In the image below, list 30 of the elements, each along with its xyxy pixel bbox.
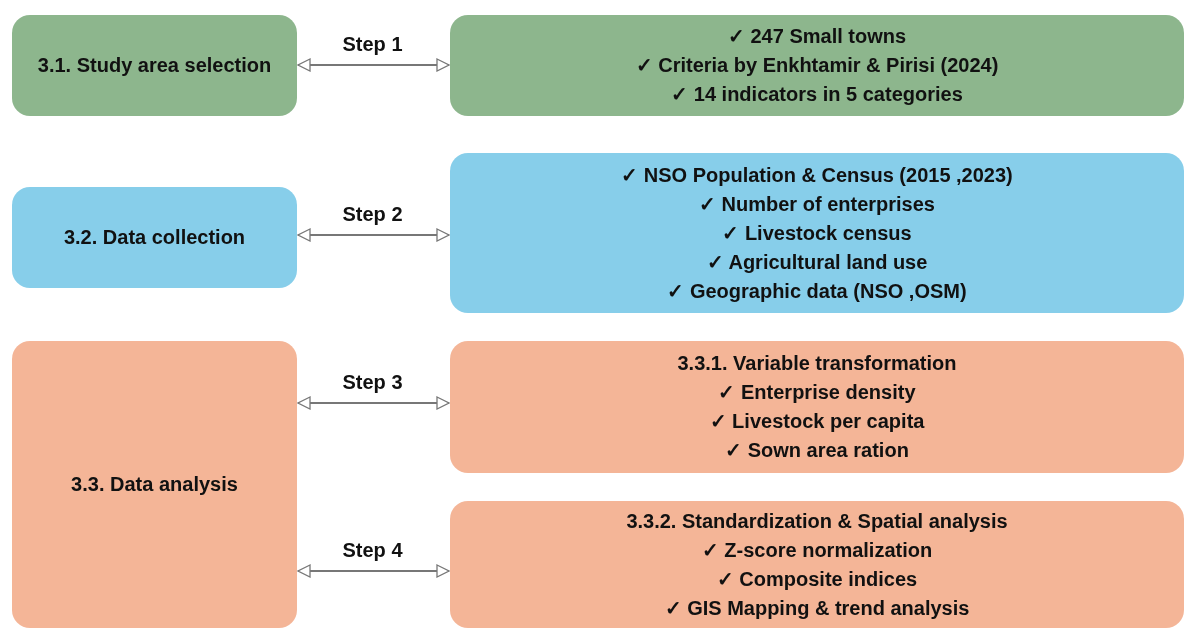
double-arrow (297, 58, 450, 72)
bullet-item: ✓ Livestock per capita (709, 409, 925, 434)
step-title: 3.3. Data analysis (71, 472, 238, 497)
process-box (450, 153, 1184, 313)
step-title: 3.2. Data collection (63, 225, 246, 250)
bullet-item: ✓ 247 Small towns (727, 24, 907, 49)
process-box (12, 341, 297, 628)
bullet-item: ✓ Enterprise density (718, 380, 916, 405)
step-title: 3.1. Study area selection (37, 53, 272, 78)
double-arrow (297, 564, 450, 578)
double-arrow (297, 396, 450, 410)
process-box (12, 187, 297, 288)
step-title: ✓ Z-score normalization (701, 537, 933, 563)
bullet-item: ✓ Geographic data (NSO ,OSM) (667, 278, 967, 304)
bullet-item: ✓ Sown area ration (725, 438, 909, 463)
process-box (12, 15, 297, 116)
bullet-item: ✓ Agricultural land use (706, 249, 928, 275)
bullet-item: 3.3.1. Variable transformation (677, 351, 957, 376)
process-box (450, 15, 1184, 116)
bullet-item: ✓ Livestock census (722, 220, 912, 246)
step-title: 3.3.2. Standardization & Spatial analysis (626, 508, 1008, 534)
process-box (450, 501, 1184, 628)
step-title: ✓ Composite indices (716, 566, 918, 592)
bullet-item: ✓ Number of enterprises (699, 191, 935, 217)
bullet-item: ✓ Criteria by Enkhtamir & Pirisi (2024) (635, 53, 999, 78)
step-title: ✓ GIS Mapping & trend analysis (664, 595, 970, 621)
bullet-item: ✓ NSO Population & Census (2015 ,2023) (621, 162, 1013, 188)
bullet-item: ✓ 14 indicators in 5 categories (671, 82, 963, 107)
process-box (450, 341, 1184, 473)
double-arrow (297, 228, 450, 242)
